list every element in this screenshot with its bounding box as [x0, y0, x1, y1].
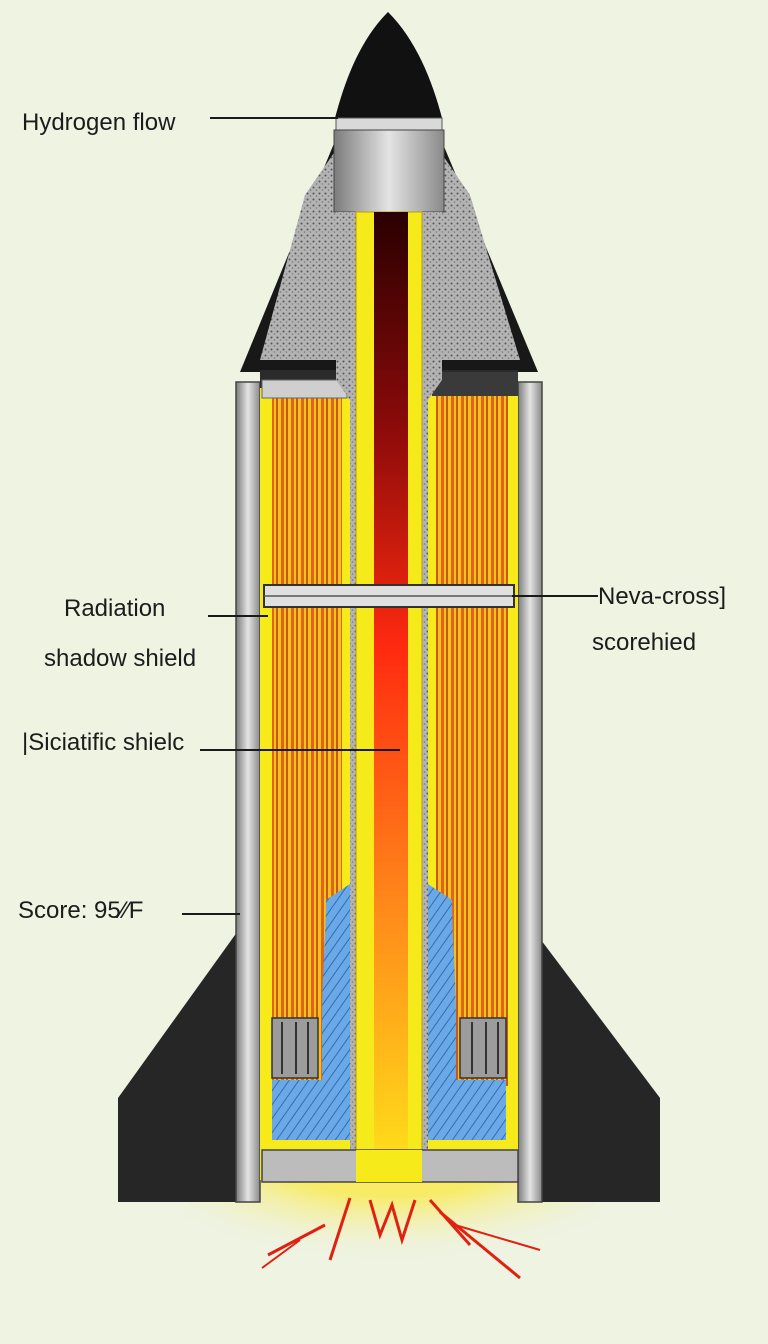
- rocket-fins: [118, 928, 660, 1202]
- label-hydrogen-flow: Hydrogen flow: [22, 109, 176, 136]
- label-scorehied: scorehied: [592, 629, 697, 656]
- label-neva-cross: Neva-cross]: [598, 583, 727, 610]
- reactor-core-section: [260, 211, 519, 1183]
- label-radiation-line1: Radiation: [64, 595, 166, 622]
- rocket-body-casing: [235, 370, 543, 1203]
- label-radiation-line2: shadow shield: [44, 645, 197, 672]
- label-score: Score: 95⁄⁄F: [18, 897, 144, 924]
- label-scientific-shield: |Siciatific shielc: [22, 729, 185, 756]
- leader-lines: [182, 117, 598, 915]
